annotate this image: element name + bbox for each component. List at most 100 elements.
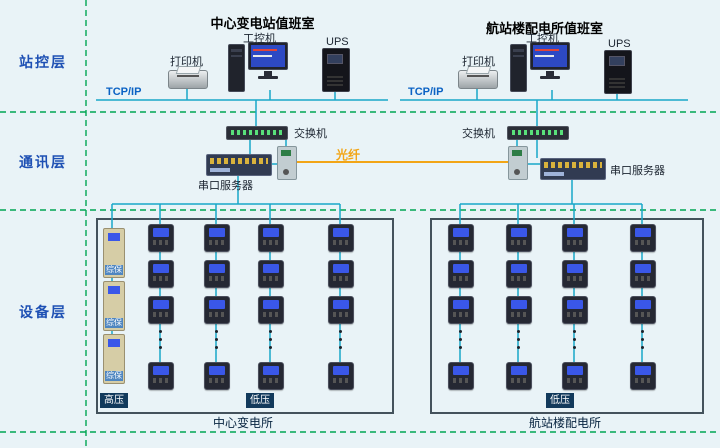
pc-monitor-base	[540, 76, 560, 79]
power-meter	[328, 260, 354, 288]
left-substation-box	[96, 218, 394, 414]
meter-buttons	[453, 276, 469, 281]
meter-buttons	[511, 378, 527, 383]
power-meter	[258, 296, 284, 324]
printer-icon	[168, 70, 208, 89]
power-meter	[148, 224, 174, 252]
relay-label: 综保	[105, 265, 123, 275]
dot	[641, 330, 644, 333]
meter-buttons	[263, 240, 279, 245]
right-ipc-label: 工控机	[526, 33, 559, 45]
dot	[215, 330, 218, 333]
meter-buttons	[511, 276, 527, 281]
right-printer-label: 打印机	[462, 56, 495, 68]
meter-screen	[635, 300, 651, 309]
hv-badge: 高压	[100, 393, 128, 408]
meter-buttons	[567, 276, 583, 281]
power-meter	[204, 362, 230, 390]
ethernet-switch-icon	[226, 126, 288, 140]
meter-screen	[333, 264, 349, 273]
left-room-title: 中心变电站值班室	[210, 16, 315, 31]
meter-screen	[263, 228, 279, 237]
meter-buttons	[209, 240, 225, 245]
dot	[159, 346, 162, 349]
dot	[269, 346, 272, 349]
dot	[459, 338, 462, 341]
meter-screen	[511, 228, 527, 237]
meter-screen	[567, 366, 583, 375]
dot	[517, 330, 520, 333]
right-tcpip-label: TCP/IP	[408, 86, 444, 98]
meter-screen	[153, 366, 169, 375]
left-printer-label: 打印机	[170, 56, 203, 68]
pc-tower-icon	[510, 44, 527, 92]
printer-icon	[458, 70, 498, 89]
meter-screen	[567, 300, 583, 309]
industrial-pc-icon	[510, 42, 572, 92]
meter-screen	[333, 228, 349, 237]
dot	[339, 346, 342, 349]
fiber-label: 光纤	[336, 148, 361, 162]
serial-server-icon	[206, 154, 272, 176]
meter-screen	[453, 366, 469, 375]
left-ups-label: UPS	[326, 36, 349, 48]
power-meter	[258, 224, 284, 252]
meter-buttons	[635, 240, 651, 245]
pc-screen	[533, 45, 567, 67]
protection-relay: 综保	[103, 334, 125, 384]
meter-buttons	[209, 378, 225, 383]
pc-tower-icon	[228, 44, 245, 92]
meter-screen	[153, 300, 169, 309]
power-meter	[204, 296, 230, 324]
meter-screen	[153, 264, 169, 273]
power-meter	[562, 224, 588, 252]
meter-screen	[333, 366, 349, 375]
power-meter	[148, 260, 174, 288]
ethernet-switch-icon	[507, 126, 569, 140]
meter-screen	[567, 228, 583, 237]
right-ups-label: UPS	[608, 38, 631, 50]
relay-screen	[108, 339, 120, 347]
power-meter	[562, 296, 588, 324]
meter-buttons	[635, 312, 651, 317]
power-meter	[630, 224, 656, 252]
relay-label: 综保	[105, 318, 123, 328]
power-meter	[630, 260, 656, 288]
ellipsis-dots	[640, 330, 645, 354]
power-meter	[204, 224, 230, 252]
layer-label-station: 站控层	[19, 54, 67, 70]
pc-monitor-stand	[264, 71, 272, 76]
protection-relay: 综保	[103, 228, 125, 278]
power-meter	[506, 296, 532, 324]
power-meter	[448, 260, 474, 288]
power-meter	[562, 362, 588, 390]
meter-buttons	[333, 240, 349, 245]
power-meter	[328, 224, 354, 252]
dot	[517, 346, 520, 349]
power-meter	[328, 362, 354, 390]
pc-monitor-icon	[248, 42, 288, 70]
relay-screen	[108, 233, 120, 241]
meter-buttons	[567, 240, 583, 245]
meter-buttons	[333, 312, 349, 317]
power-meter	[630, 362, 656, 390]
meter-buttons	[567, 312, 583, 317]
meter-screen	[333, 300, 349, 309]
meter-screen	[635, 366, 651, 375]
meter-buttons	[453, 378, 469, 383]
dot	[215, 338, 218, 341]
meter-buttons	[153, 276, 169, 281]
meter-buttons	[453, 312, 469, 317]
ellipsis-dots	[158, 330, 163, 354]
dot	[269, 338, 272, 341]
dot	[339, 330, 342, 333]
meter-screen	[511, 366, 527, 375]
meter-screen	[153, 228, 169, 237]
ups-icon	[322, 48, 350, 92]
right-switch-label: 交换机	[462, 128, 495, 140]
power-meter	[328, 296, 354, 324]
meter-screen	[209, 264, 225, 273]
left-substation-caption: 中心变电所	[212, 416, 273, 430]
dot	[641, 338, 644, 341]
